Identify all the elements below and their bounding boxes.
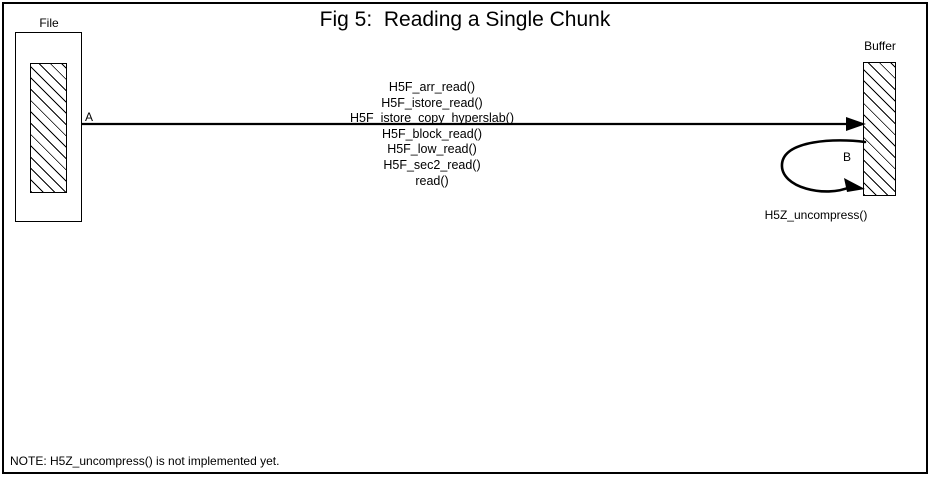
call-stack-item: H5F_sec2_read() xyxy=(383,157,481,172)
uncompress-loop-arrow-icon xyxy=(780,139,867,193)
call-stack-list: H5F_arr_read() H5F_istore_read() H5F_ist… xyxy=(332,80,532,189)
buffer-label: Buffer xyxy=(864,39,896,53)
file-label: File xyxy=(39,16,59,30)
loop-caption: H5Z_uncompress() xyxy=(764,208,868,222)
call-stack-item: H5F_istore_read() xyxy=(381,95,483,110)
file-chunk-hatched-rect xyxy=(30,63,67,193)
call-stack-item: H5F_istore_copy_hyperslab() xyxy=(350,111,514,126)
call-stack-item: H5F_arr_read() xyxy=(388,80,476,94)
call-stack-item: H5F_low_read() xyxy=(387,142,477,157)
footer-note: NOTE: H5Z_uncompress() is not implemente… xyxy=(10,454,280,468)
buffer-hatched-rect xyxy=(863,62,896,196)
arrow-label-b: B xyxy=(843,150,852,164)
read-arrow-icon xyxy=(81,117,866,131)
arrow-label-a: A xyxy=(85,110,94,124)
figure-border xyxy=(2,2,928,474)
call-stack-item: read() xyxy=(415,173,449,188)
figure-title: Fig 5: Reading a Single Chunk xyxy=(319,8,611,31)
call-stack-item: H5F_block_read() xyxy=(381,126,483,141)
